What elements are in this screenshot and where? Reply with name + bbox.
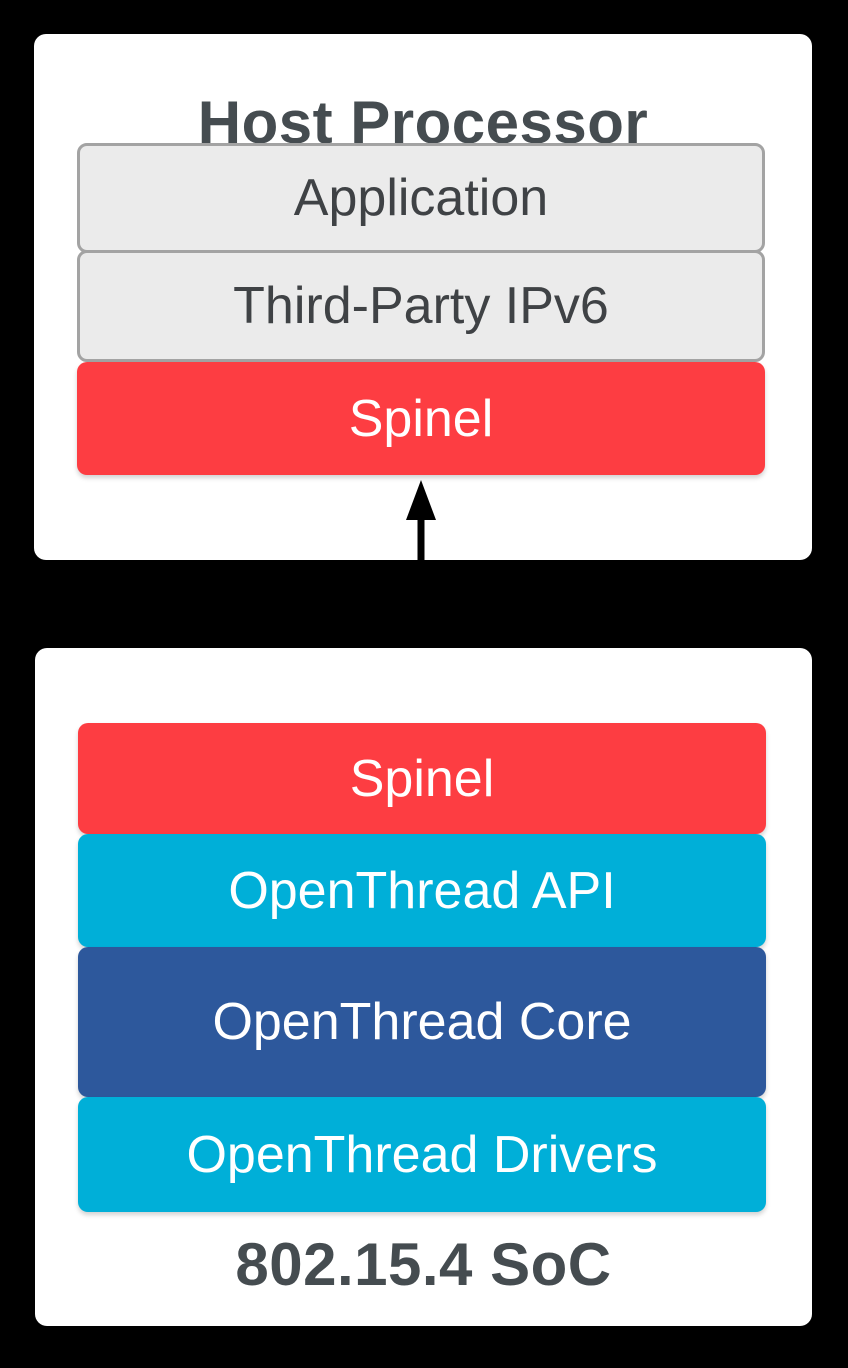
layer-third-party-ipv6: Third-Party IPv6: [77, 250, 765, 362]
soc-card: Spinel OpenThread API OpenThread Core Op…: [35, 648, 812, 1326]
layer-openthread-api: OpenThread API: [78, 834, 766, 947]
soc-layer-stack: Spinel OpenThread API OpenThread Core Op…: [78, 723, 766, 1212]
host-layer-stack: Application Third-Party IPv6 Spinel: [77, 143, 765, 475]
layer-spinel-host: Spinel: [77, 362, 765, 475]
layer-application: Application: [77, 143, 765, 253]
host-processor-card: Host Processor Application Third-Party I…: [34, 34, 812, 560]
layer-openthread-core: OpenThread Core: [78, 947, 766, 1097]
layer-openthread-drivers: OpenThread Drivers: [78, 1097, 766, 1212]
layer-spinel-soc: Spinel: [78, 723, 766, 834]
soc-card-title: 802.15.4 SoC: [235, 1231, 612, 1298]
